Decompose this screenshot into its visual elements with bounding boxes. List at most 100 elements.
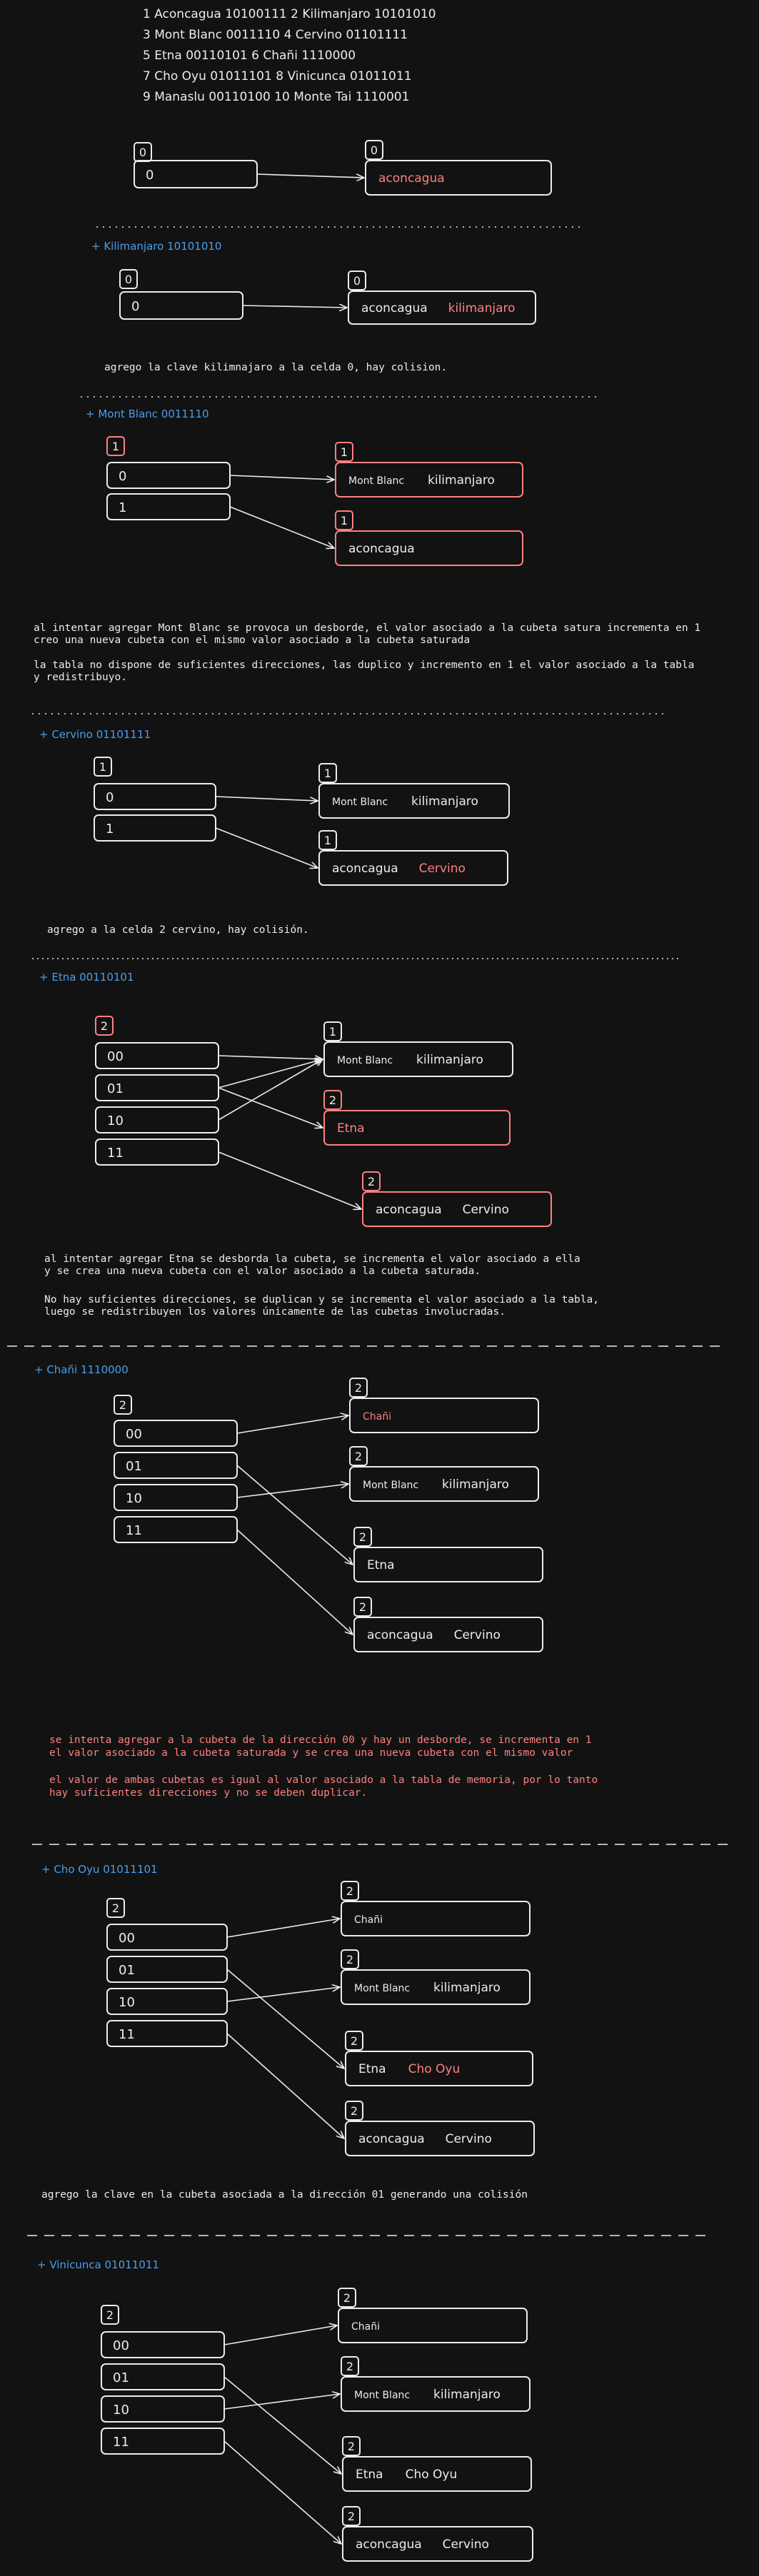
bucket-box — [348, 291, 536, 325]
pointer-arrow — [229, 506, 334, 548]
pointer-arrow — [223, 2440, 341, 2544]
bucket-depth-badge: 2 — [368, 1175, 375, 1188]
bucket-depth-badge-box — [342, 2506, 361, 2526]
bucket-depth-badge: 0 — [353, 274, 361, 288]
bucket-depth-badge: 1 — [341, 514, 348, 527]
bucket-key: Mont Blanc — [354, 1983, 410, 1994]
bucket-depth-badge: 2 — [359, 1530, 366, 1544]
table-depth-badge: 2 — [119, 1398, 126, 1412]
bucket-key: Etna — [337, 1121, 365, 1136]
directory-row-label: 11 — [119, 2027, 135, 2042]
bucket-box — [323, 1041, 513, 1077]
pointer-arrow — [229, 475, 334, 480]
section-title: + Chañi 1110000 — [34, 1363, 129, 1376]
bucket-depth-badge: 2 — [351, 2034, 358, 2048]
pointer-arrow — [242, 305, 347, 308]
pointer-arrow — [226, 1987, 340, 2002]
bucket-box — [362, 1191, 552, 1227]
table-depth-badge: 1 — [112, 440, 119, 453]
pointer-arrow — [218, 1087, 323, 1128]
header-key-line: 1 Aconcagua 10100111 2 Kilimanjaro 10101… — [143, 7, 436, 21]
bucket-depth-badge-box — [349, 1446, 368, 1466]
section-title: + Cho Oyu 01011101 — [41, 1863, 158, 1876]
bucket-key: Etna — [358, 2062, 386, 2076]
bucket-key: kilimanjaro — [416, 1053, 483, 1067]
bucket-depth-badge: 2 — [348, 2510, 355, 2523]
bucket-box — [323, 1110, 511, 1146]
bucket-depth-badge-box — [318, 830, 337, 850]
explanation-text: al intentar agregar Etna se desborda la … — [44, 1253, 580, 1265]
pointer-arrow — [226, 2033, 344, 2138]
directory-row-label: 11 — [113, 2435, 129, 2450]
bucket-box — [341, 2376, 531, 2412]
bucket-box — [345, 2051, 533, 2086]
bucket-key: aconcagua — [378, 171, 445, 186]
pointer-arrow — [223, 2376, 341, 2474]
bucket-box — [345, 2121, 535, 2156]
bucket-depth-badge-box — [335, 510, 353, 530]
directory-row-label: 01 — [107, 1081, 124, 1096]
bucket-box — [341, 1901, 531, 1936]
bucket-box — [342, 2456, 532, 2492]
explanation-text-highlight: el valor de ambas cubetas es igual al va… — [49, 1774, 598, 1786]
bucket-key: kilimanjaro — [442, 1478, 509, 1492]
bucket-box — [335, 530, 523, 566]
table-depth-badge-box — [106, 1898, 125, 1918]
bucket-depth-badge-box — [353, 1527, 372, 1547]
bucket-key: aconcagua — [358, 2132, 425, 2146]
pointer-arrow — [256, 173, 364, 178]
directory-row-label: 0 — [106, 790, 114, 805]
directory-row-label: 1 — [119, 500, 126, 515]
bucket-key: Cervino — [446, 2132, 492, 2146]
bucket-box — [318, 850, 508, 886]
table-depth-badge-box — [94, 757, 112, 777]
header-key-line: 9 Manaslu 00110100 10 Monte Tai 1110001 — [143, 90, 409, 104]
bucket-key: Etna — [356, 2468, 383, 2482]
explanation-text: agrego la clave en la cubeta asociada a … — [41, 2189, 528, 2201]
bucket-depth-badge: 0 — [371, 143, 378, 157]
bucket-key: Chañi — [351, 2321, 380, 2333]
bucket-key: Mont Blanc — [354, 2390, 410, 2401]
bucket-box — [335, 462, 523, 497]
bucket-depth-badge-box — [362, 1171, 381, 1191]
explanation-text: No hay suficientes direcciones, se dupli… — [44, 1294, 599, 1305]
bucket-key: Cho Oyu — [408, 2062, 461, 2076]
bucket-key: aconcagua — [367, 1628, 433, 1642]
directory-row-label: 0 — [119, 469, 126, 484]
bucket-key: Mont Blanc — [337, 1055, 393, 1066]
directory-row-label: 0 — [146, 168, 154, 183]
pointer-arrow — [236, 1484, 348, 1498]
directory-row-label: 00 — [113, 2338, 129, 2353]
bucket-depth-badge-box — [348, 271, 366, 291]
bucket-depth-badge-box — [338, 2288, 356, 2308]
section-title: + Etna 00110101 — [39, 971, 134, 984]
section-title: + Mont Blanc 0011110 — [86, 408, 209, 420]
section-title: + Kilimanjaro 10101010 — [91, 240, 221, 253]
directory-row-label: 10 — [119, 1995, 135, 2010]
header-key-line: 3 Mont Blanc 0011110 4 Cervino 01101111 — [143, 28, 408, 42]
bucket-box — [342, 2526, 533, 2562]
bucket-depth-badge-box — [323, 1021, 342, 1041]
table-depth-badge: 0 — [125, 273, 132, 286]
explanation-text: al intentar agregar Mont Blanc se provoc… — [34, 622, 700, 634]
bucket-depth-badge-box — [341, 1881, 359, 1901]
directory-row-label: 01 — [113, 2370, 129, 2385]
pointer-arrow — [218, 1059, 323, 1089]
bucket-depth-badge-box — [345, 2101, 363, 2121]
directory-row-label: 0 — [131, 299, 139, 314]
pointer-arrow — [223, 2394, 340, 2410]
bucket-depth-badge: 2 — [348, 2440, 355, 2453]
bucket-key: Etna — [367, 1558, 395, 1572]
bucket-depth-badge: 2 — [346, 1884, 353, 1898]
explanation-text: agrego la clave kilimnajaro a la celda 0… — [104, 362, 447, 373]
bucket-depth-badge: 2 — [346, 2360, 353, 2373]
explanation-text: la tabla no dispone de suficientes direc… — [34, 660, 694, 671]
bucket-key: Cervino — [463, 1203, 509, 1217]
bucket-key: Mont Blanc — [348, 475, 404, 487]
bucket-depth-badge: 2 — [346, 1953, 353, 1966]
pointer-arrow — [226, 1969, 344, 2069]
bucket-depth-badge: 2 — [359, 1600, 366, 1614]
directory-row-label: 00 — [119, 1931, 135, 1946]
bucket-depth-badge: 1 — [341, 445, 348, 459]
